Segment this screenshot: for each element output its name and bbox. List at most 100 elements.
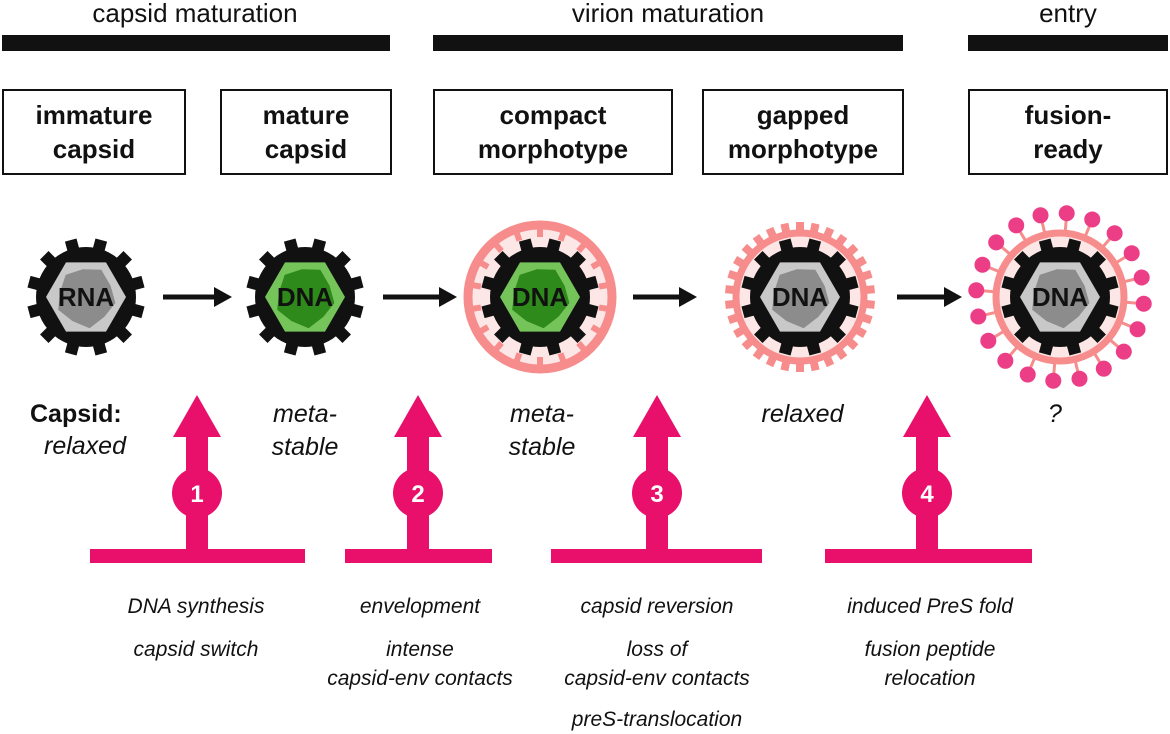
envelope-protein	[576, 242, 587, 253]
spike-head	[974, 256, 991, 273]
envelope-protein	[478, 259, 490, 270]
spike-head	[1008, 217, 1025, 234]
capsid-state-1: relaxed	[44, 432, 126, 460]
stage-box-immature-capsid: immature capsid	[2, 89, 186, 175]
transition-arrowhead-2	[439, 287, 457, 307]
stage-label: fusion- ready	[1024, 100, 1112, 164]
envelope-protein	[537, 357, 543, 366]
envelope-protein	[576, 341, 587, 352]
step-3-note-2: loss of capsid-env contacts	[564, 638, 750, 690]
step-number: 1	[190, 481, 203, 508]
stage-label: compact morphotype	[477, 100, 629, 164]
step-2-note-2: intense capsid-env contacts	[327, 638, 513, 690]
capsid-label: Capsid:	[30, 400, 122, 428]
step-arrowhead	[173, 395, 221, 437]
step-arrowhead	[903, 395, 951, 437]
step-4-arrow: 4	[825, 395, 1032, 563]
step-number: 3	[650, 481, 663, 508]
particle-5: DNA	[968, 205, 1152, 389]
step-2-note-1: envelopment	[359, 595, 481, 618]
envelope-protein	[796, 360, 804, 372]
step-4-note-1: induced PreS fold	[847, 595, 1013, 618]
genome-core	[512, 269, 570, 329]
particle-1: RNA	[27, 238, 145, 356]
stage-box-compact-morphotype: compact morphotype	[433, 89, 673, 175]
step-1-note-1: DNA synthesis	[127, 595, 265, 618]
stage-label: immature capsid	[35, 100, 153, 164]
genome-label: DNA	[772, 282, 829, 312]
step-number-badge	[902, 468, 952, 518]
spike-head	[988, 234, 1005, 251]
envelope-protein	[557, 352, 567, 363]
envelope-protein	[478, 324, 490, 335]
spike-head	[1084, 211, 1101, 228]
genome-label: RNA	[58, 282, 115, 312]
genome-core	[58, 269, 116, 329]
genome-label: DNA	[512, 282, 569, 312]
spike-head	[1129, 321, 1146, 338]
envelope-protein	[598, 282, 609, 290]
spike-head	[1071, 370, 1088, 387]
transition-arrowhead-1	[214, 287, 232, 307]
spike-head	[1095, 360, 1112, 377]
envelope-protein	[557, 231, 567, 242]
spike-head	[1019, 366, 1036, 383]
step-arrowhead	[633, 395, 681, 437]
spike-head	[1106, 225, 1123, 242]
genome-core	[772, 269, 830, 329]
envelope-protein	[590, 259, 602, 270]
envelope-protein	[513, 231, 523, 242]
step-number-badge	[393, 468, 443, 518]
spike-head	[1032, 207, 1049, 224]
envelope-protein	[471, 282, 482, 290]
phase-bar-entry	[968, 35, 1168, 51]
stage-box-fusion-ready: fusion- ready	[968, 89, 1168, 175]
phase-label-capsid-maturation: capsid maturation	[92, 0, 298, 28]
envelope-protein	[513, 352, 523, 363]
particle-2: DNA	[246, 238, 364, 356]
step-arrowhead	[394, 395, 442, 437]
spike-head	[1045, 372, 1062, 389]
step-3-note-3: preS-translocation	[571, 708, 743, 731]
stage-box-gapped-morphotype: gapped morphotype	[702, 89, 904, 175]
step-2-arrow: 2	[345, 395, 492, 563]
stage-label: gapped morphotype	[727, 100, 879, 164]
envelope-protein	[537, 228, 543, 237]
genome-core	[277, 269, 335, 329]
transition-arrowhead-3	[679, 287, 697, 307]
step-number-badge	[172, 468, 222, 518]
step-4-note-2: fusion peptide relocation	[864, 638, 996, 690]
step-number: 4	[920, 481, 934, 508]
step-3-arrow: 3	[551, 395, 762, 563]
capsid-state-3: meta- stable	[508, 400, 576, 461]
genome-label: DNA	[277, 282, 334, 312]
stage-label: mature capsid	[262, 100, 350, 164]
genome-label: DNA	[1032, 282, 1089, 312]
particle-4: DNA	[724, 222, 876, 372]
spike-head	[1115, 343, 1132, 360]
envelope-protein	[598, 304, 609, 312]
step-number: 2	[411, 481, 424, 508]
spike-head	[1133, 269, 1150, 286]
envelope-protein	[471, 304, 482, 312]
envelope-protein	[493, 242, 504, 253]
envelope-protein	[493, 341, 504, 352]
envelope-protein	[590, 324, 602, 335]
particle-3: DNA	[463, 220, 617, 374]
spike-head	[1123, 245, 1140, 262]
capsid-state-4: relaxed	[761, 400, 844, 428]
spike-head	[1058, 205, 1075, 222]
phase-label-entry: entry	[1039, 0, 1097, 28]
stage-box-mature-capsid: mature capsid	[220, 89, 392, 175]
step-1-arrow: 1	[90, 395, 305, 563]
envelope-protein	[796, 222, 804, 234]
phase-label-virion-maturation: virion maturation	[571, 0, 765, 28]
genome-core	[1032, 269, 1090, 329]
step-1-note-2: capsid switch	[133, 638, 259, 661]
spike-head	[980, 332, 997, 349]
spike-head	[1135, 295, 1152, 312]
transition-arrowhead-4	[944, 287, 962, 307]
capsid-state-5: ?	[1048, 400, 1062, 428]
step-number-badge	[632, 468, 682, 518]
